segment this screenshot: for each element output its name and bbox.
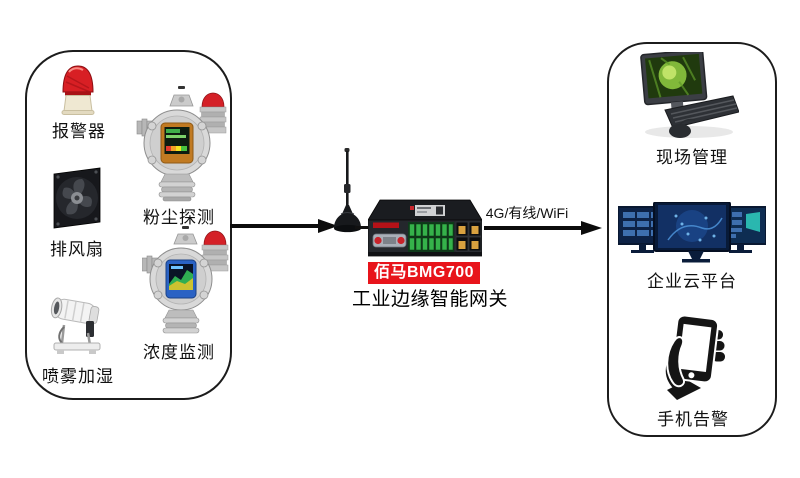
gateway-brand-badge: 佰马BMG700 xyxy=(368,262,480,284)
antenna-cable xyxy=(355,226,375,229)
desktop-computer-icon xyxy=(637,52,739,140)
cloud-platform-monitors-icon xyxy=(618,202,766,264)
platform-label-cloud: 企业云平台 xyxy=(647,272,737,291)
device-label-fan: 排风扇 xyxy=(50,240,104,259)
exhaust-fan-icon xyxy=(52,167,102,229)
dust-detector-icon xyxy=(136,86,228,202)
flow-arrow-left-icon xyxy=(230,218,338,234)
antenna-icon xyxy=(333,148,363,234)
gateway-subtitle: 工业边缘智能网关 xyxy=(351,289,508,310)
spray-humidifier-icon xyxy=(44,293,108,357)
flow-arrow-right-icon xyxy=(484,220,602,236)
device-label-humidifier: 喷雾加湿 xyxy=(42,367,114,386)
gateway-device-icon xyxy=(368,198,482,260)
platform-label-site: 现场管理 xyxy=(656,148,728,167)
platform-label-mobile: 手机告警 xyxy=(657,410,729,429)
device-label-concentration: 浓度监测 xyxy=(143,343,215,362)
hand-phone-icon xyxy=(657,316,731,402)
alarm-beacon-icon xyxy=(60,64,96,116)
concentration-detector-icon xyxy=(142,226,230,334)
device-label-alarm: 报警器 xyxy=(52,122,106,141)
link-type-label: 4G/有线/WiFi xyxy=(485,205,569,221)
device-label-dust: 粉尘探测 xyxy=(143,208,215,227)
